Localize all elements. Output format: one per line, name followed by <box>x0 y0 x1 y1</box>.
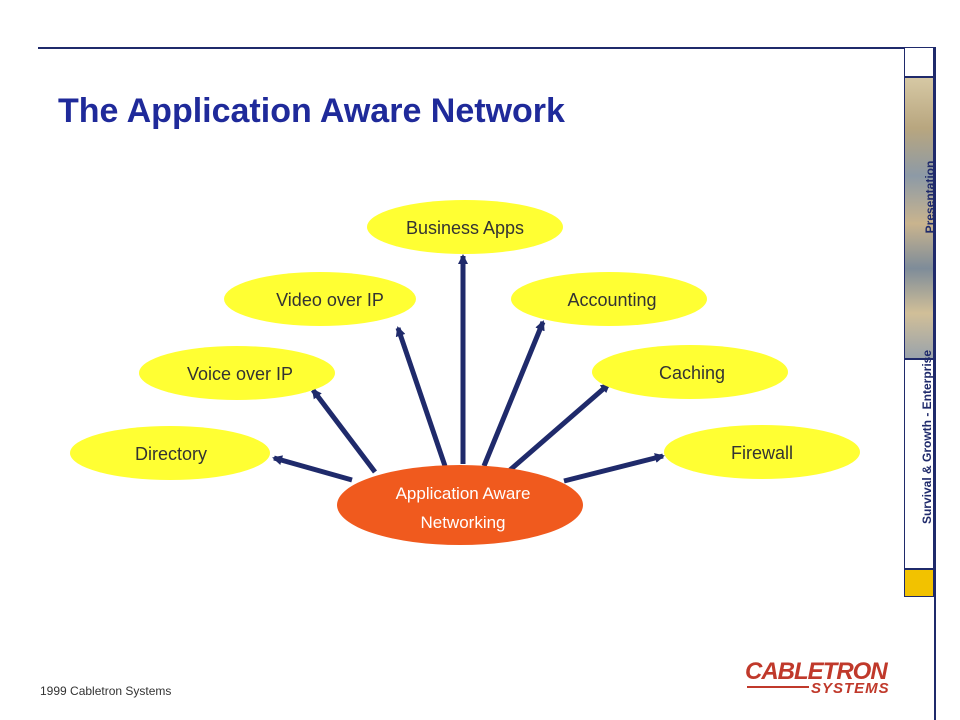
arrow-caching <box>508 382 611 472</box>
node-caching: Caching <box>592 345 788 399</box>
node-video-over-ip-label: Video over IP <box>276 290 384 310</box>
arrows <box>272 254 665 484</box>
cabletron-logo: CABLETRON SYSTEMS <box>745 658 889 700</box>
node-firewall: Firewall <box>664 425 860 479</box>
slide-title: The Application Aware Network <box>58 92 565 130</box>
node-voice-over-ip-label: Voice over IP <box>187 364 293 384</box>
arrow-voice-over-ip <box>311 388 377 474</box>
node-video-over-ip: Video over IP <box>224 272 416 326</box>
sidebar-map-image <box>904 77 934 359</box>
arrow-video-over-ip <box>395 326 448 467</box>
node-business-apps: Business Apps <box>367 200 563 254</box>
node-directory: Directory <box>70 426 270 480</box>
hub-node: Application Aware Networking <box>337 465 583 545</box>
sidebar <box>904 47 934 597</box>
node-directory-label: Directory <box>135 444 207 464</box>
logo-brand: CABLETRON <box>745 658 888 685</box>
node-accounting: Accounting <box>511 272 707 326</box>
node-voice-over-ip: Voice over IP <box>139 346 335 400</box>
sidebar-mid-cell <box>904 359 934 569</box>
sidebar-top-cell <box>904 47 934 77</box>
hub-label-line2: Networking <box>420 513 505 532</box>
top-rule <box>38 47 934 49</box>
arrow-directory <box>272 455 353 483</box>
arrow-firewall <box>563 453 665 484</box>
sidebar-yellow-cell <box>904 569 934 597</box>
footer-copyright: 1999 Cabletron Systems <box>40 684 172 698</box>
node-firewall-label: Firewall <box>731 443 793 463</box>
node-business-apps-label: Business Apps <box>406 218 524 238</box>
right-rule <box>934 47 936 720</box>
logo-underline <box>747 686 809 688</box>
node-accounting-label: Accounting <box>567 290 656 310</box>
hub-label-line1: Application Aware <box>396 484 531 503</box>
node-caching-label: Caching <box>659 363 725 383</box>
arrow-accounting <box>481 320 546 467</box>
logo-sub: SYSTEMS <box>811 680 890 697</box>
